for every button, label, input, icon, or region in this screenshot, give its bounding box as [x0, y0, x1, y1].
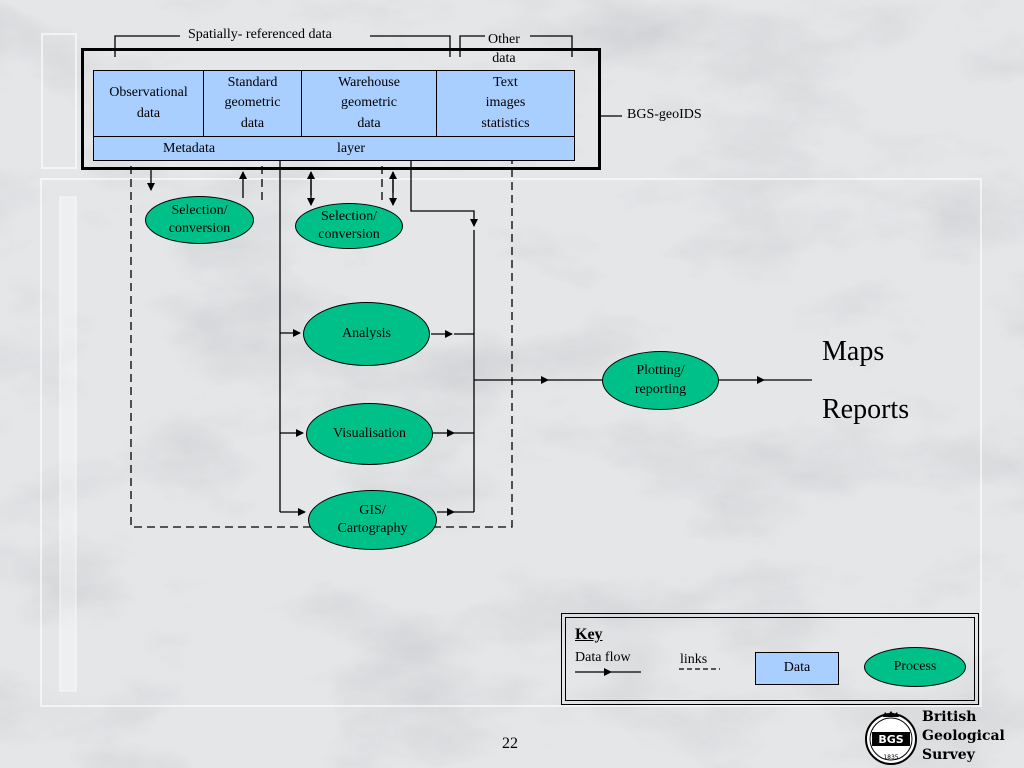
bgs-geoids-label: BGS-geoIDS: [627, 107, 702, 122]
visualisation-process: Visualisation: [306, 403, 433, 465]
key-panel-inner: [565, 617, 975, 701]
key-title: Key: [575, 626, 603, 643]
standard-geometric-data-cell: Standard geometric data: [203, 70, 302, 137]
maps-output: Maps: [822, 336, 885, 367]
plotting-reporting-process: Plotting/ reporting: [602, 351, 719, 410]
key-data-flow-label: Data flow: [575, 650, 631, 665]
key-data-flow-arrow: [575, 668, 641, 676]
key-links-dash: [679, 668, 720, 670]
page-number: 22: [502, 735, 518, 752]
observational-data-cell: Observational data: [93, 70, 204, 137]
gis-cartography-process: GIS/ Cartography: [308, 490, 437, 550]
metadata-layer-row: Metadata layer: [93, 136, 575, 161]
key-data-sample: Data: [755, 652, 839, 685]
spatial-data-label: Spatially- referenced data: [188, 27, 332, 42]
analysis-process: Analysis: [303, 302, 430, 366]
bgs-emblem-icon: BGS 1835: [865, 711, 917, 765]
text-images-statistics-cell: Text images statistics: [436, 70, 575, 137]
flow-warehouse-to-collector: [410, 140, 478, 227]
logo-line-survey: Survey: [922, 747, 975, 763]
other-data-label: Other data: [488, 32, 520, 66]
selection-conversion-process-2: Selection/ conversion: [295, 203, 403, 249]
key-links-label: links: [680, 652, 708, 667]
collector: [454, 230, 475, 513]
selection-conversion-process-1: Selection/ conversion: [145, 196, 254, 244]
layer-label: layer: [337, 141, 365, 156]
key-panel: Key Data flow links Data Process: [561, 613, 979, 705]
bgs-geoids-box: [81, 48, 601, 170]
metadata-label: Metadata: [163, 141, 216, 156]
warehouse-geometric-data-cell: Warehouse geometric data: [301, 70, 437, 137]
key-process-sample: Process: [864, 647, 966, 687]
reports-output: Reports: [822, 394, 910, 425]
logo-line-geological: Geological: [922, 728, 1005, 744]
logo-line-british: British: [922, 709, 977, 725]
emblem-year: 1835: [883, 754, 898, 761]
emblem-letters: BGS: [878, 733, 903, 746]
